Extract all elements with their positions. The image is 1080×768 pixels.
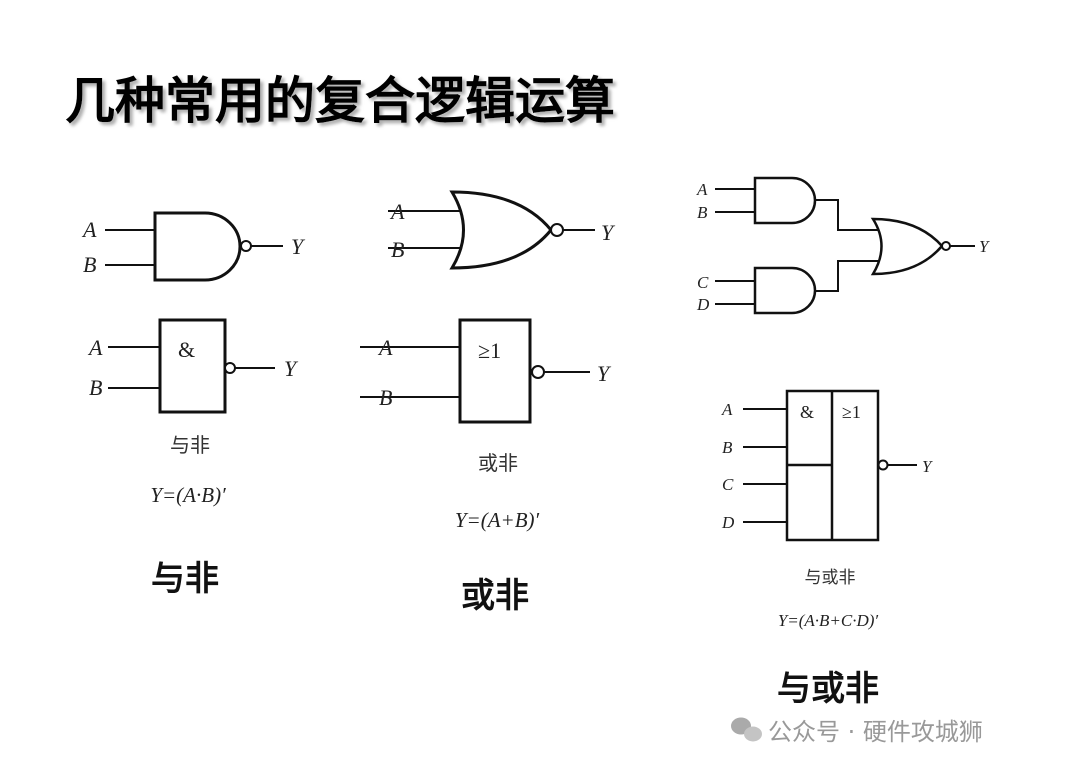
input-label-a: A (389, 199, 405, 224)
aoi-rect-symbol: & ≥1 A B C D Y (721, 389, 933, 542)
nand-rect-symbol: & A B Y (87, 318, 299, 414)
input-label-c: C (722, 475, 734, 494)
input-label-d: D (721, 513, 735, 532)
nor-caption: 或非 (478, 451, 518, 475)
input-label-b: B (697, 203, 708, 222)
nor-rect-symbol: ≥1 A B Y (360, 318, 612, 424)
and-symbol: & (178, 337, 195, 362)
inversion-bubble (240, 240, 252, 252)
aoi-formula: Y=(A·B+C·D)′ (778, 611, 879, 630)
input-label-b: B (722, 438, 733, 457)
input-label-b: B (83, 252, 96, 277)
or-symbol: ≥1 (842, 402, 861, 422)
input-label-a: A (696, 180, 708, 199)
aoi-big-label: 与或非 (777, 669, 879, 709)
input-label-c: C (697, 273, 709, 292)
or-symbol: ≥1 (478, 338, 501, 363)
output-label-y: Y (284, 356, 299, 381)
page-title: 几种常用的复合逻辑运算 (65, 72, 615, 130)
nand-formula: Y=(A·B)′ (150, 483, 226, 507)
input-label-a: A (81, 217, 97, 242)
nor-formula: Y=(A+B)′ (455, 508, 540, 532)
aoi-gate-symbol: A B C D Y (696, 176, 990, 315)
nand-caption: 与非 (170, 433, 210, 457)
wechat-icon (731, 717, 762, 742)
input-label-a: A (721, 400, 733, 419)
nor-gate-symbol: A B Y (388, 190, 616, 270)
output-label-y: Y (922, 457, 933, 476)
watermark-text: 公众号 · 硬件攻城狮 (768, 718, 983, 746)
nand-big-label: 与非 (151, 559, 219, 599)
input-label-b: B (379, 385, 392, 410)
aoi-caption: 与或非 (805, 568, 856, 588)
output-label-y: Y (597, 361, 612, 386)
output-label-y: Y (601, 220, 616, 245)
output-label-y: Y (291, 234, 306, 259)
and-symbol: & (800, 402, 814, 422)
input-label-a: A (377, 335, 393, 360)
nand-gate-symbol: A B Y (81, 211, 306, 282)
output-label-y: Y (979, 237, 990, 256)
input-label-b: B (89, 375, 102, 400)
input-label-b: B (391, 237, 404, 262)
input-label-a: A (87, 335, 103, 360)
input-label-d: D (696, 295, 710, 314)
nor-big-label: 或非 (461, 576, 529, 616)
